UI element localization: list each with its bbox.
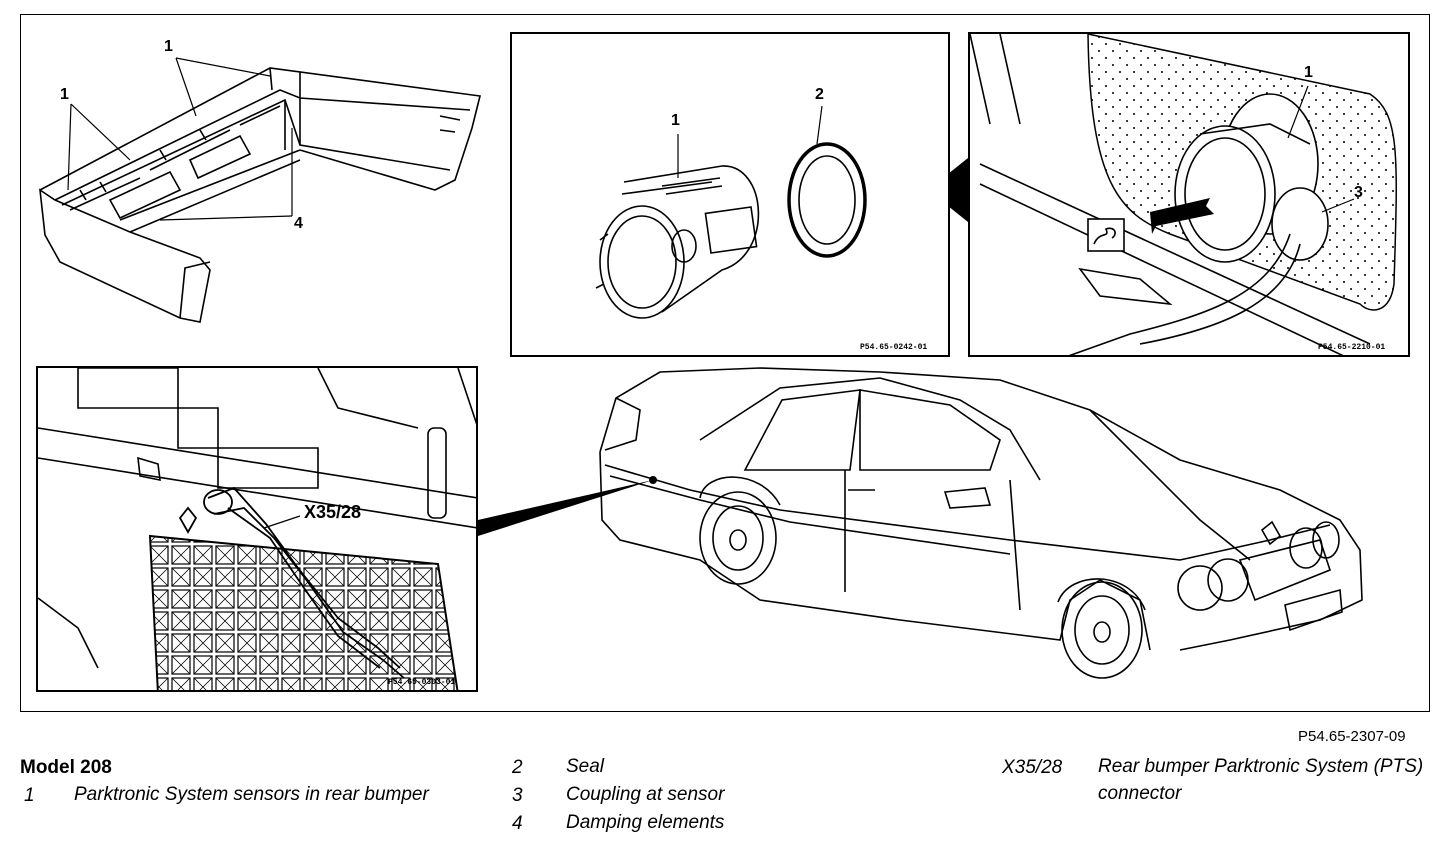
legend-item-x35-28-text: Rear bumper Parktronic System (PTS) conn… [1098, 756, 1424, 804]
sensor-callout-2: 2 [815, 86, 824, 103]
sensor-mount-panel: 1 3 P54.65-2210-01 [968, 32, 1410, 357]
bumper-leader-lines [67, 57, 293, 221]
connector-callout: X35/28 [304, 502, 362, 522]
legend-item-1-text: Parktronic System sensors in rear bumper [74, 784, 429, 805]
legend-item-2-text: Seal [566, 756, 605, 777]
sensor-callout-1: 1 [671, 112, 680, 129]
figure-reference: P54.65-2307-09 [1298, 728, 1406, 745]
legend-item-2-number: 2 [512, 757, 523, 778]
sensor-panel-code: P54.65-0242-01 [860, 343, 928, 352]
legend-item-3-number: 3 [512, 785, 523, 806]
sensor-mounting-drawing [970, 34, 1397, 355]
connector-detail-panel: X35/28 P54.65-0303-01 [36, 366, 478, 692]
pointer-to-connector-panel [478, 480, 653, 536]
legend-item-1-number: 1 [24, 785, 35, 806]
legend-item-4-text: Damping elements [566, 812, 725, 833]
car-illustration [599, 367, 1363, 679]
legend-item-3-text: Coupling at sensor [566, 784, 725, 805]
legend-title: Model 208 [20, 757, 112, 778]
connector-panel-code: P54.65-0303-01 [388, 678, 456, 687]
bumper-callout-1-left: 1 [60, 86, 69, 103]
legend-item-4-number: 4 [512, 813, 523, 834]
sensor-detail-panel: 1 2 P54.65-0242-01 [510, 32, 950, 357]
mount-callout-1: 1 [1304, 64, 1313, 81]
rear-bumper-illustration [39, 67, 481, 323]
mount-callout-3: 3 [1354, 184, 1363, 201]
connector-drawing [38, 368, 476, 690]
mount-panel-code: P54.65-2210-01 [1318, 343, 1386, 352]
legend-item-x35-28-number: X35/28 [1002, 757, 1063, 778]
bumper-callout-1-top: 1 [164, 38, 173, 55]
bumper-callout-4: 4 [294, 215, 303, 232]
sensor-and-seal-drawing [595, 105, 867, 319]
